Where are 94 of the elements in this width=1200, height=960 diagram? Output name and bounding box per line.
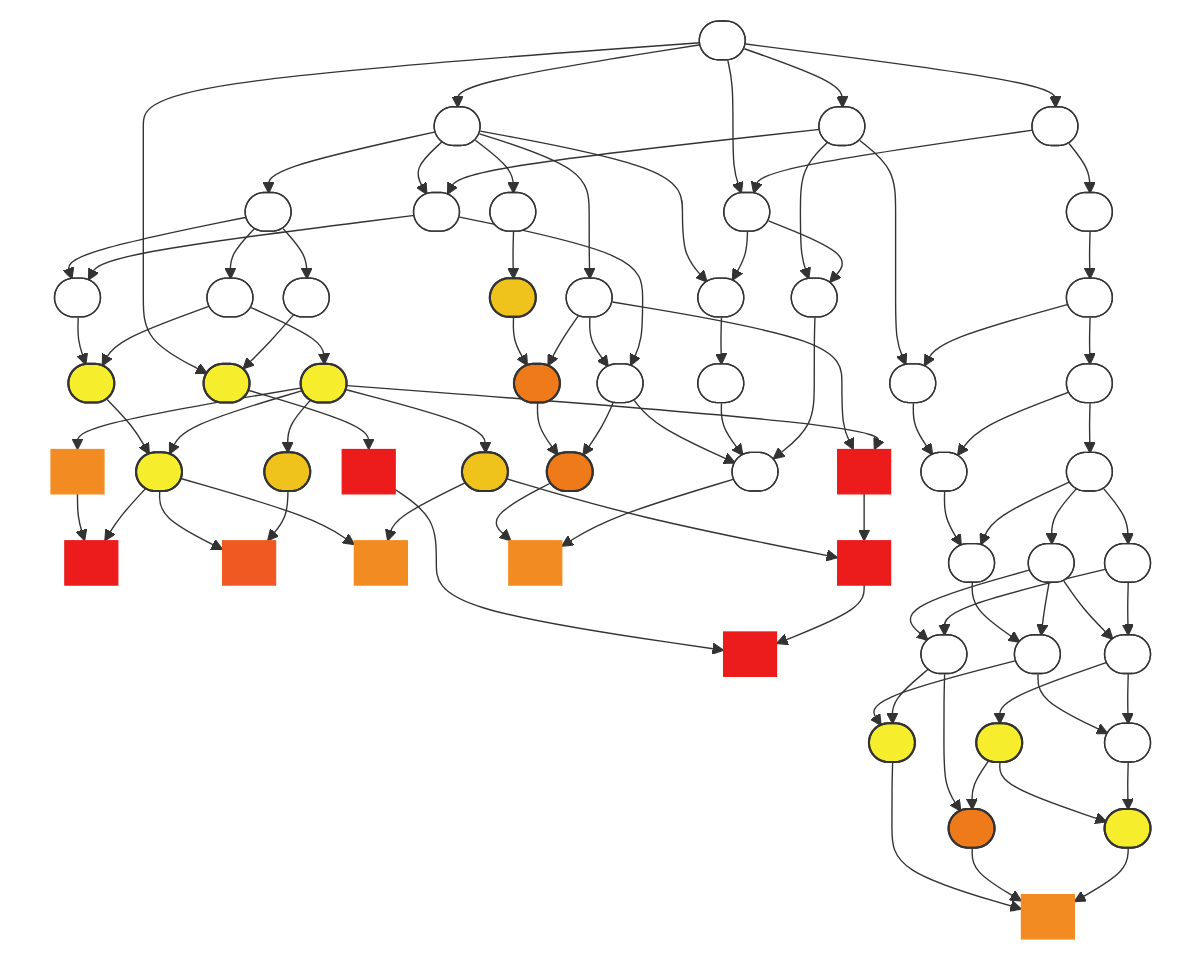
arrow — [61, 216, 247, 280]
arrow — [168, 389, 303, 455]
arrow — [393, 488, 724, 655]
arrow — [180, 478, 355, 546]
arrow — [965, 760, 989, 811]
arrow — [869, 659, 1016, 727]
arrow — [75, 316, 88, 366]
arrow — [970, 582, 1020, 643]
arrow — [446, 128, 820, 195]
arrow — [1073, 847, 1129, 903]
arrow — [581, 402, 614, 456]
arrow — [478, 133, 595, 280]
arrow — [890, 761, 1022, 912]
arrow — [478, 130, 707, 283]
arrow — [506, 231, 519, 280]
arrow — [473, 139, 519, 194]
arrow — [719, 402, 743, 456]
arrow — [511, 316, 528, 367]
arrow — [494, 482, 551, 542]
arrow — [103, 487, 146, 542]
node-box — [1020, 894, 1075, 940]
arrow — [384, 481, 466, 542]
arrow — [1036, 673, 1108, 735]
arrow — [458, 216, 643, 367]
node-box — [49, 448, 104, 495]
arrow — [937, 568, 1106, 637]
arrow — [415, 141, 442, 195]
arrow — [942, 673, 961, 812]
arrow — [978, 481, 1070, 546]
arrow — [1121, 582, 1134, 637]
arrow — [632, 399, 735, 464]
arrow — [956, 391, 1069, 456]
arrow — [158, 491, 223, 551]
arrow — [345, 384, 884, 451]
arrow — [546, 315, 579, 367]
arrow — [247, 389, 374, 451]
node-box — [722, 631, 777, 677]
arrow — [1062, 580, 1113, 640]
arrow — [767, 220, 843, 283]
arrow — [70, 387, 302, 451]
arrow — [750, 129, 1033, 194]
arrow — [771, 316, 815, 460]
node-box — [353, 540, 408, 586]
arrow — [714, 316, 727, 366]
arrow — [141, 42, 700, 375]
arrow — [1121, 673, 1134, 725]
arrow — [857, 493, 870, 542]
arrow — [998, 761, 1107, 825]
arrow — [280, 399, 311, 454]
arrow — [223, 227, 255, 280]
arrow — [742, 48, 848, 108]
arrow — [992, 661, 1107, 725]
arrow — [911, 402, 933, 456]
arrow — [535, 402, 558, 456]
arrow — [266, 491, 288, 542]
node-box — [507, 540, 562, 586]
node-box — [340, 448, 396, 495]
arrow — [744, 43, 1061, 108]
arrow — [922, 303, 1069, 367]
arrow — [798, 141, 828, 280]
arrow — [560, 478, 734, 547]
arrow — [344, 389, 491, 454]
arrow — [105, 398, 150, 455]
arrow — [726, 59, 743, 194]
arrow — [261, 131, 436, 194]
arrow — [281, 227, 312, 280]
arrow — [74, 493, 87, 542]
arrow — [885, 668, 929, 725]
arrow — [1067, 142, 1096, 194]
arrow — [858, 139, 907, 366]
arrow — [87, 214, 415, 281]
arrow — [1082, 231, 1096, 280]
arrow — [610, 301, 854, 451]
arrow — [731, 231, 748, 281]
arrow — [1082, 402, 1096, 454]
arrow — [588, 316, 609, 368]
arrow — [101, 305, 210, 367]
arrow — [450, 44, 701, 108]
arrow — [505, 478, 838, 562]
arrow — [1102, 488, 1134, 545]
arrow — [970, 847, 1022, 902]
node-box — [836, 448, 891, 495]
node-box — [63, 540, 118, 586]
arrow — [942, 491, 962, 547]
arrow — [1035, 582, 1049, 637]
arrow — [241, 314, 294, 370]
arrow — [249, 306, 330, 366]
arrow — [908, 569, 1030, 641]
node-box — [836, 540, 891, 586]
arrow — [775, 584, 865, 646]
arrow — [1121, 761, 1134, 811]
arrow — [1082, 316, 1096, 366]
arrow — [1044, 488, 1077, 545]
node-box — [221, 540, 276, 586]
